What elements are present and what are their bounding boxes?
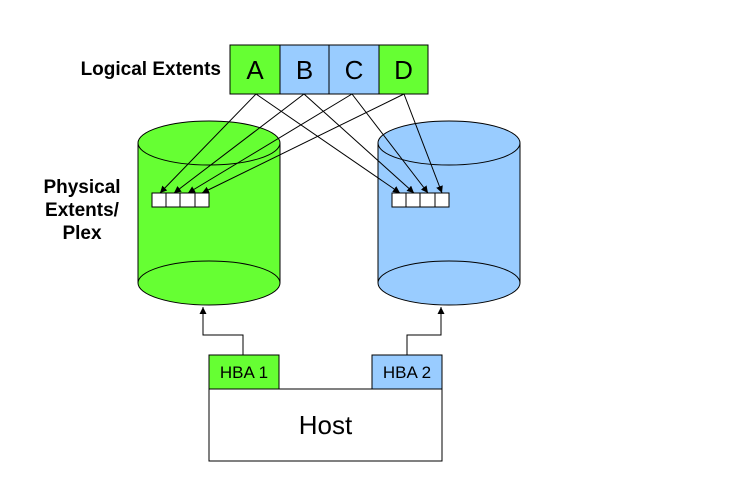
physical-extent-slot <box>434 192 450 208</box>
logical-extent-letter: D <box>394 55 413 85</box>
left-physical-extents <box>151 192 210 208</box>
mapping-arrow <box>303 93 415 194</box>
mapping-arrows-right <box>255 93 443 194</box>
physical-extent-slot <box>391 192 407 208</box>
hba2-connector <box>406 307 445 355</box>
physical-extent-slot <box>419 192 436 208</box>
physical-extents-label-line3: Plex <box>62 223 102 244</box>
hba2-box: HBA 2 <box>371 354 443 390</box>
hba-connectors <box>199 307 445 355</box>
mapping-arrow <box>255 93 401 194</box>
host-box: Host <box>208 388 443 462</box>
hba1-label: HBA 1 <box>220 363 268 382</box>
physical-extent-slot <box>194 192 210 208</box>
right-disk-cylinder <box>377 120 521 306</box>
logical-extent-a: A <box>229 44 281 95</box>
logical-extent-letter: C <box>345 55 364 85</box>
right-physical-extents <box>391 192 450 208</box>
left-disk-cylinder <box>137 120 281 306</box>
hba1-connector <box>199 307 244 355</box>
logical-extent-d: D <box>378 44 429 95</box>
physical-extent-slot <box>179 192 196 208</box>
mapping-arrow <box>403 93 443 194</box>
physical-extent-slot <box>151 192 167 208</box>
physical-extents-label-line2: Extents/ <box>45 200 120 221</box>
mapping-arrow <box>173 93 305 194</box>
logical-extent-c: C <box>328 44 380 95</box>
mapping-arrows-left <box>159 93 405 194</box>
hba2-label: HBA 2 <box>383 363 431 382</box>
physical-extent-slot <box>405 192 421 208</box>
mapping-arrow <box>351 93 429 194</box>
mapping-arrow <box>201 93 405 194</box>
logical-extent-b: B <box>279 44 330 95</box>
hba1-box: HBA 1 <box>208 354 280 390</box>
mapping-arrow <box>159 93 257 194</box>
mapping-arrow <box>187 93 353 194</box>
physical-extents-label-line1: Physical <box>43 177 120 198</box>
physical-extent-slot <box>165 192 181 208</box>
host-label: Host <box>299 410 353 440</box>
logical-extent-letter: A <box>246 55 264 85</box>
logical-extent-letter: B <box>296 55 313 85</box>
logical-extents-label: Logical Extents <box>81 59 221 80</box>
